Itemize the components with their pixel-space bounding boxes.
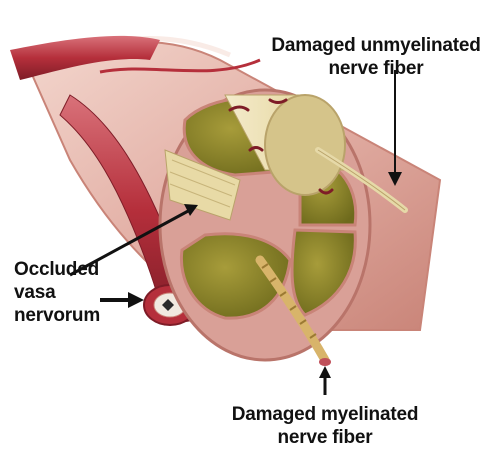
- nerve-cut-face: [160, 90, 370, 360]
- label-line: vasa: [14, 281, 124, 304]
- label-line: nerve fiber: [258, 57, 494, 80]
- label-line: Damaged unmyelinated: [258, 34, 494, 57]
- arrow-myelinated: [319, 366, 331, 395]
- label-occluded-vasa-nervorum: Occluded vasa nervorum: [14, 258, 124, 327]
- label-damaged-myelinated-fiber: Damaged myelinated nerve fiber: [220, 403, 430, 449]
- label-line: Damaged myelinated: [220, 403, 430, 426]
- label-line: nerve fiber: [220, 426, 430, 449]
- label-damaged-unmyelinated-fiber: Damaged unmyelinated nerve fiber: [258, 34, 494, 80]
- label-line: nervorum: [14, 304, 124, 327]
- label-line: Occluded: [14, 258, 124, 281]
